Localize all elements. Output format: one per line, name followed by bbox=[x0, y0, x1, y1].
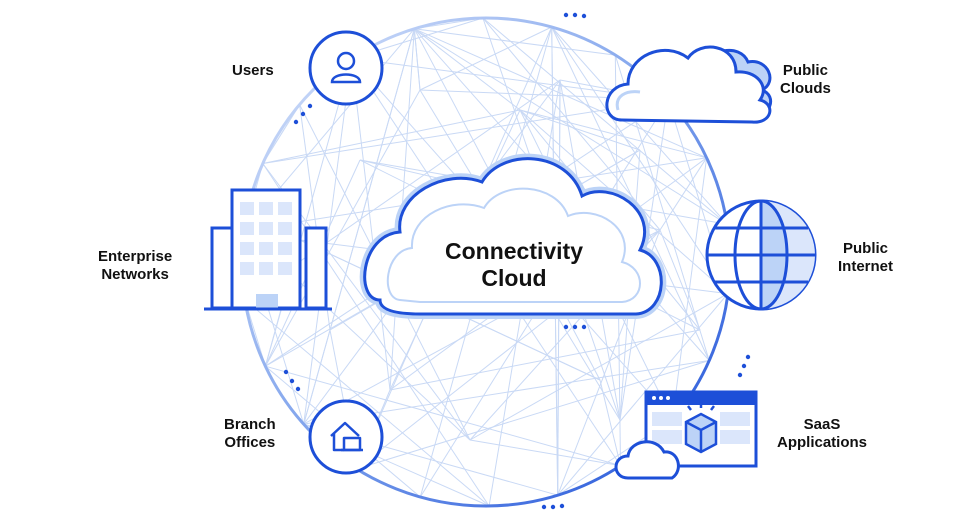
public-internet-label: Public Internet bbox=[838, 240, 894, 275]
connectivity-cloud-title: Connectivity Cloud bbox=[444, 238, 584, 291]
building-window bbox=[259, 222, 273, 235]
building-window bbox=[240, 242, 254, 255]
mesh-line bbox=[599, 379, 621, 466]
connectivity-cloud bbox=[359, 153, 667, 319]
building-window bbox=[240, 262, 254, 275]
building-window bbox=[240, 222, 254, 235]
mesh-line bbox=[414, 28, 616, 56]
public-clouds-node bbox=[605, 45, 773, 124]
mesh-line bbox=[303, 58, 352, 425]
users-node bbox=[308, 30, 384, 106]
globe-icon bbox=[705, 199, 817, 311]
building-window bbox=[240, 202, 254, 215]
mesh-line bbox=[351, 58, 391, 391]
mesh-line bbox=[244, 299, 490, 507]
branch-label: Branch Offices bbox=[224, 416, 276, 451]
building-window bbox=[259, 242, 273, 255]
building-window bbox=[259, 262, 273, 275]
mesh-line bbox=[551, 26, 728, 225]
mesh-line bbox=[262, 109, 521, 164]
mesh-line bbox=[262, 99, 669, 164]
building-window bbox=[278, 222, 292, 235]
mesh-line bbox=[389, 329, 701, 391]
enterprise-label: Enterprise Networks bbox=[98, 248, 173, 283]
public-internet-node bbox=[705, 199, 817, 311]
mesh-line bbox=[469, 293, 729, 441]
saas-label: SaaS Applications bbox=[777, 416, 868, 451]
public-clouds-label: Public Clouds bbox=[780, 62, 831, 97]
small-cloud-icon bbox=[614, 440, 680, 480]
saas-node bbox=[614, 390, 758, 480]
mesh-line bbox=[413, 28, 421, 91]
branch-node bbox=[308, 399, 384, 475]
user-icon bbox=[330, 51, 362, 84]
building-window bbox=[278, 202, 292, 215]
mesh-line bbox=[413, 28, 521, 111]
mesh-line bbox=[414, 28, 707, 159]
mesh-line bbox=[303, 28, 415, 425]
mesh-line bbox=[469, 439, 621, 467]
building-window bbox=[259, 202, 273, 215]
mesh-line bbox=[519, 109, 641, 151]
mesh-line bbox=[551, 26, 729, 294]
mesh-line bbox=[419, 26, 552, 91]
enterprise-node bbox=[204, 188, 332, 311]
house-icon bbox=[330, 421, 363, 452]
building-window bbox=[278, 262, 292, 275]
users-label: Users bbox=[232, 62, 274, 79]
mesh-line bbox=[659, 157, 708, 231]
mesh-line bbox=[551, 26, 710, 361]
mesh-line bbox=[356, 360, 710, 470]
building-icon bbox=[204, 188, 332, 311]
mesh-line bbox=[519, 109, 707, 159]
mesh-line bbox=[482, 17, 661, 231]
building-window bbox=[278, 242, 292, 255]
mesh-line bbox=[557, 293, 729, 496]
